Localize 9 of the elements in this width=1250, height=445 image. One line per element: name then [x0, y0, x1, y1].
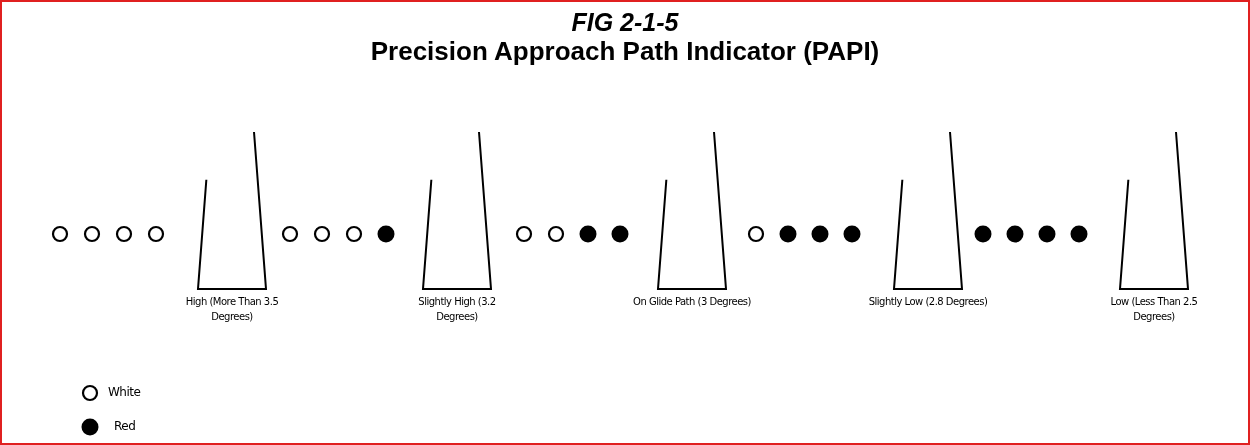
- diagram-title: Precision Approach Path Indicator (PAPI): [369, 36, 881, 67]
- indication-label: On Glide Path (3 Degrees): [632, 295, 752, 309]
- legend-label: White: [108, 385, 141, 399]
- figure-number: FIG 2-1-5: [570, 8, 680, 37]
- indication-label: Low (Less Than 2.5 Degrees): [1109, 295, 1199, 324]
- legend-label: Red: [114, 419, 136, 433]
- indication-label: Slightly High (3.2 Degrees): [417, 295, 497, 324]
- indication-label: Slightly Low (2.8 Degrees): [868, 295, 988, 309]
- indication-label: High (More Than 3.5 Degrees): [184, 295, 280, 324]
